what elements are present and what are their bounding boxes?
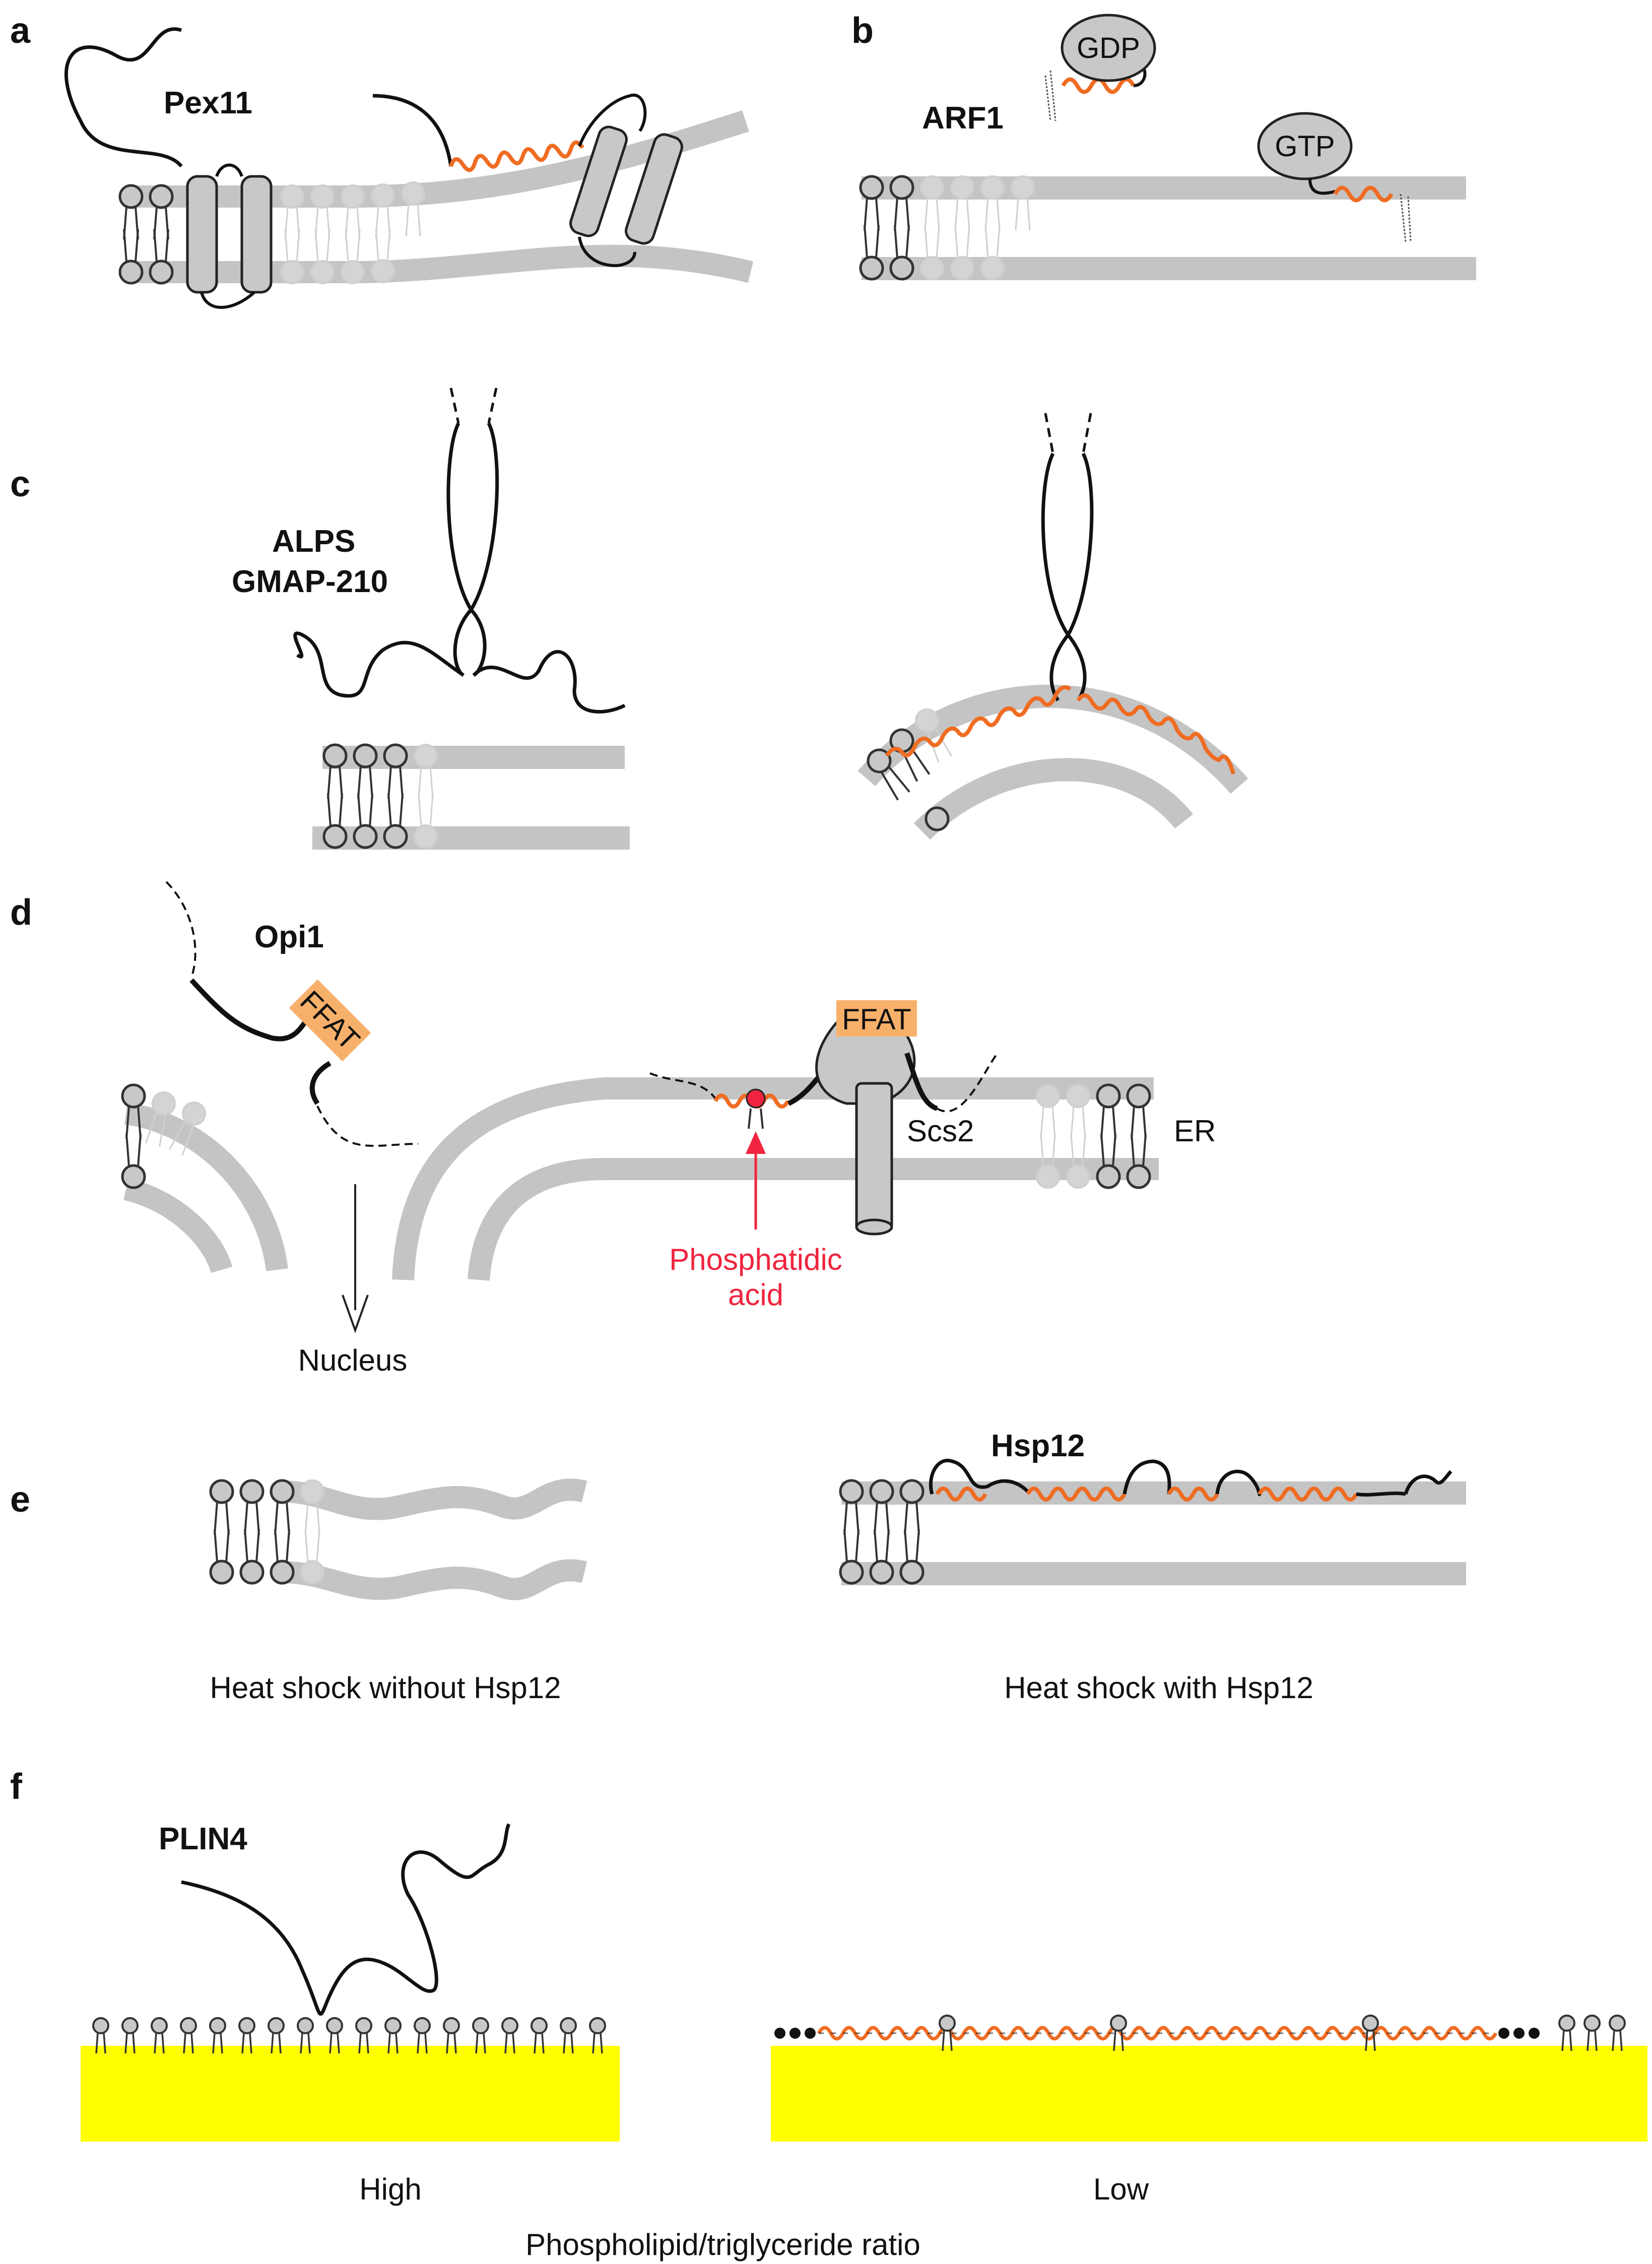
plin4-free (181, 1823, 511, 2016)
scs2-label: Scs2 (907, 1114, 974, 1148)
gtp-label: GTP (1275, 130, 1335, 163)
panel-label-d: d (10, 892, 32, 933)
arf1-gdp: GDP (1044, 14, 1156, 121)
panel-d-membranes (122, 1077, 1159, 1281)
hsp12-helices (929, 1458, 1452, 1502)
plin4-label: PLIN4 (159, 1822, 247, 1856)
low-label: Low (1093, 2172, 1149, 2206)
phosphatidic-label-line1: Phosphatidic (669, 1243, 842, 1276)
pex11-label: Pex11 (164, 86, 252, 120)
heat-with-label: Heat shock with Hsp12 (1004, 1671, 1313, 1705)
panel-c-curved-membrane (857, 684, 1248, 840)
ffat-label-bound: FFAT (842, 1003, 911, 1036)
er-label: ER (1174, 1114, 1216, 1148)
high-label: High (359, 2172, 421, 2206)
nucleus-label: Nucleus (298, 1343, 408, 1377)
heat-without-label: Heat shock without Hsp12 (210, 1671, 561, 1705)
opi1-label: Opi1 (254, 920, 324, 954)
gmap-label: GMAP-210 (232, 564, 388, 599)
phosphatidic-label-line2: acid (728, 1278, 783, 1312)
panel-label-c: c (10, 464, 30, 504)
panel-a-membrane (120, 110, 754, 283)
ratio-label: Phospholipid/triglyceride ratio (525, 2228, 920, 2261)
panel-label-a: a (10, 11, 31, 51)
lipid-droplet-high (81, 2017, 620, 2142)
phosphatidic-acid-arrow (746, 1131, 766, 1230)
panel-label-e: e (10, 1479, 30, 1520)
hsp12-label: Hsp12 (991, 1429, 1085, 1463)
panel-c-flat-membrane (312, 745, 630, 850)
panel-b-membrane (861, 176, 1476, 280)
lipid-droplet-low (771, 2015, 1647, 2142)
panel-label-f: f (10, 1767, 23, 1807)
gmap210-unbound (293, 387, 626, 714)
gdp-label: GDP (1077, 32, 1140, 64)
arf1-label: ARF1 (922, 101, 1004, 136)
panel-label-b: b (851, 11, 874, 51)
pex11-protein: Pex11 (64, 27, 683, 309)
opi1-bound: FFAT (649, 1000, 999, 1236)
nucleus-arrow (342, 1184, 369, 1333)
arf1-gtp: GTP (1257, 112, 1412, 242)
panel-e-wavy-membrane (211, 1478, 587, 1600)
alps-label: ALPS (272, 524, 355, 559)
gmap210-bound (885, 413, 1235, 775)
